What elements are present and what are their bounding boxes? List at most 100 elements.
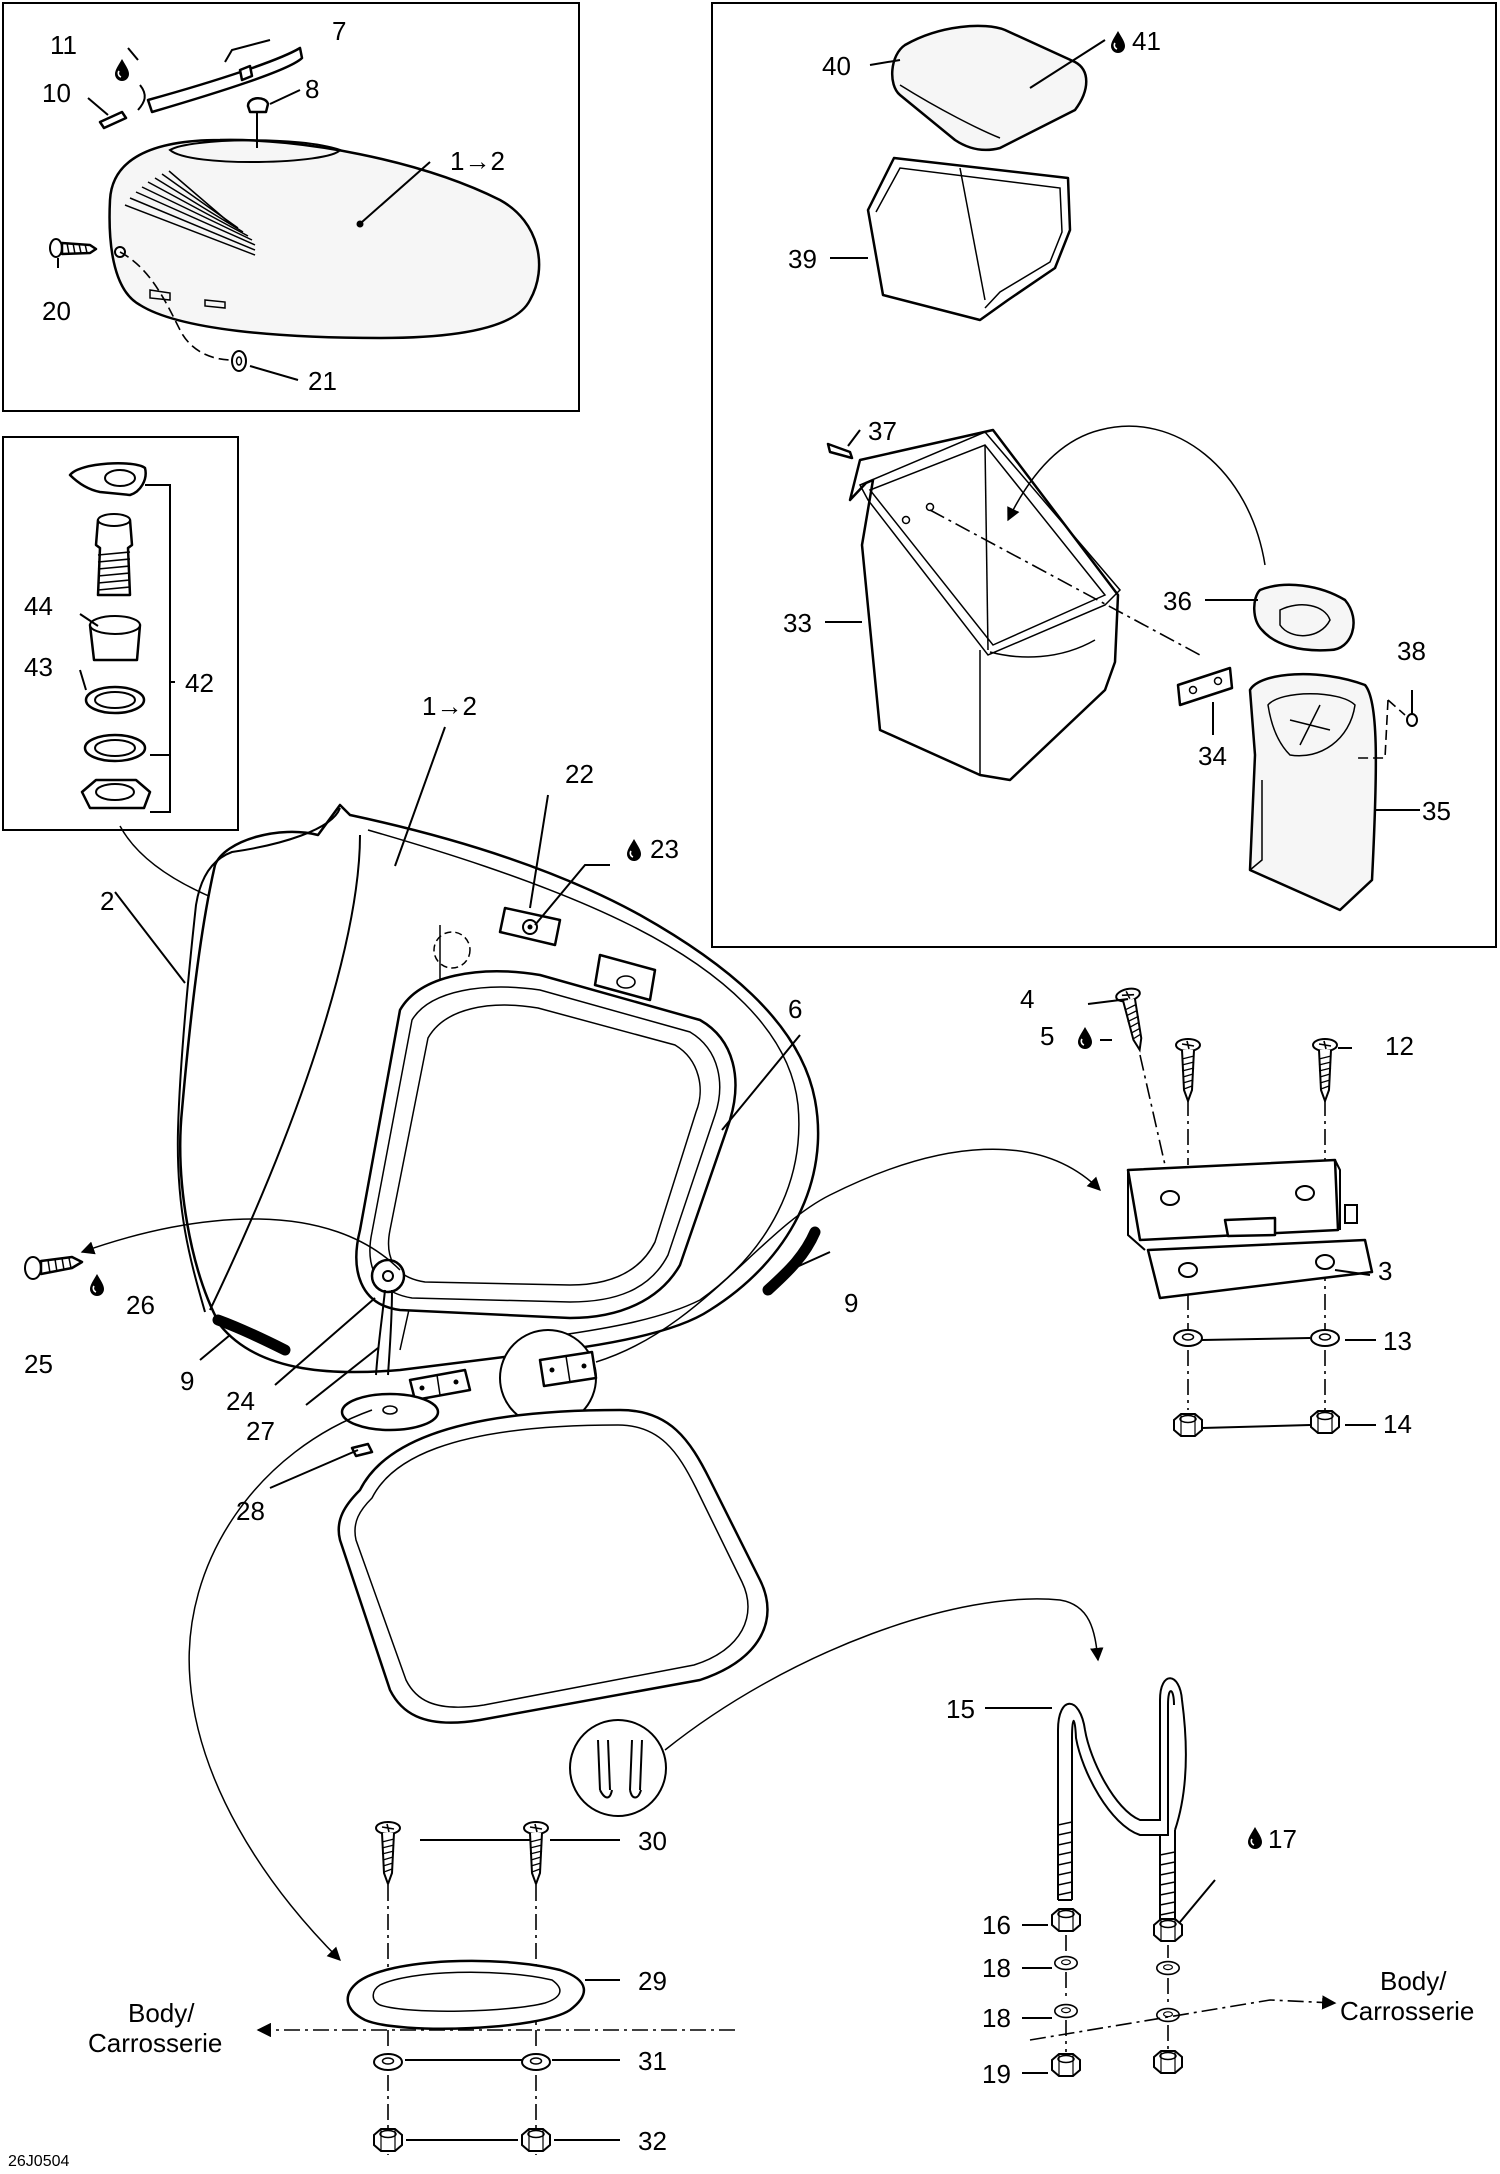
callout-12: 12 [1385, 1031, 1414, 1061]
hatch-ring [340, 1392, 440, 1458]
callout-8: 8 [305, 74, 319, 104]
ring-washer-b [521, 2053, 551, 2071]
ubolt-nut-19 [1051, 2053, 1081, 2077]
callout-14: 14 [1383, 1409, 1412, 1439]
callout-19: 19 [982, 2059, 1011, 2089]
callout-35: 35 [1422, 796, 1451, 826]
callout-15: 15 [946, 1694, 975, 1724]
glue-drop-41 [1110, 30, 1126, 54]
hinge-curve-arrow [595, 1148, 1101, 1363]
hatch-cover [337, 1408, 769, 1724]
leader-lines [57, 39, 1420, 2141]
callout-10: 10 [42, 78, 71, 108]
callout-20: 20 [42, 296, 71, 326]
ubolt-curve-arrow [664, 1598, 1104, 1751]
callout-16: 16 [982, 1910, 1011, 1940]
drain-plug-assembly [68, 462, 152, 810]
edge-trim [176, 807, 341, 1313]
hinge-nut-b [1310, 1410, 1340, 1434]
bin-liner [866, 156, 1072, 322]
hinge-screw-12b [1312, 1038, 1338, 1102]
callout-40: 40 [822, 51, 851, 81]
callout-22: 22 [565, 759, 594, 789]
callout-38: 38 [1397, 636, 1426, 666]
ring-washer-a [373, 2053, 403, 2071]
ubolt-axes [1065, 1935, 1169, 2052]
u-bolt-detail-circle [569, 1719, 667, 1817]
ubolt-washer-r1 [1156, 1960, 1180, 1976]
callout-18b: 18 [982, 2003, 1011, 2033]
callout-23: 23 [650, 834, 679, 864]
strap-pin [98, 110, 128, 130]
glue-drop-11 [114, 58, 130, 82]
callout-32: 32 [638, 2126, 667, 2156]
u-bolt [1057, 1677, 1187, 1935]
hinge-detail-circle [499, 1329, 598, 1427]
hinge-washer-a [1173, 1329, 1203, 1347]
hinge-screw-12a [1175, 1038, 1201, 1102]
callout-27: 27 [246, 1416, 275, 1446]
strap-end [137, 84, 146, 111]
bin-screw [1406, 713, 1418, 727]
hatch-ring-curve-arrow [188, 1409, 373, 1961]
hatch-latch [370, 1258, 406, 1376]
callout-3: 3 [1378, 1256, 1392, 1286]
seat-screw [49, 238, 98, 258]
hinge-washer-b [1310, 1329, 1340, 1347]
ubolt-nut-17 [1153, 1918, 1183, 1942]
ubolt-washer-18b [1054, 2003, 1078, 2019]
seat-screw-axis [119, 251, 233, 361]
rubber-strip-right [762, 1226, 821, 1296]
body-label-right-line1: Body/ [1380, 1966, 1447, 1996]
glue-drop-5 [1077, 1026, 1093, 1050]
bin-cover-cap [1253, 583, 1355, 652]
bin-cover-arrow-curve [1007, 425, 1266, 566]
callout-11: 11 [50, 30, 77, 60]
callout-1-2-top: 1→2 [450, 146, 505, 176]
inset-frame-seat [2, 2, 580, 412]
callout-21: 21 [308, 366, 337, 396]
callout-39: 39 [788, 244, 817, 274]
ring-screw-b [523, 1821, 549, 1885]
callout-42: 42 [185, 668, 214, 698]
ubolt-washer-18a [1054, 1955, 1078, 1971]
ubolt-nut-r [1153, 2050, 1183, 2074]
figure-id: 26J0504 [8, 2153, 69, 2170]
callout-13: 13 [1383, 1326, 1412, 1356]
callout-36: 36 [1163, 586, 1192, 616]
bin-fastener-axis [929, 509, 1201, 656]
body-label-left-line2: Carrosserie [88, 2028, 222, 2058]
screw-curve-arrow [80, 1218, 401, 1271]
front-body-panel [179, 803, 820, 1374]
glue-drop-17 [1247, 1826, 1263, 1850]
bin-lid [891, 24, 1088, 152]
rubber-strip-left [212, 1314, 291, 1356]
callout-25: 25 [24, 1349, 53, 1379]
callout-33: 33 [783, 608, 812, 638]
bin-rivet [826, 442, 854, 460]
glue-drop-26 [89, 1273, 105, 1297]
callout-18a: 18 [982, 1953, 1011, 1983]
callout-17: 17 [1268, 1824, 1297, 1854]
callout-30: 30 [638, 1826, 667, 1856]
callout-29: 29 [638, 1966, 667, 1996]
bin-screw-axis [1355, 699, 1406, 759]
bin-support [1248, 672, 1378, 912]
bin-plate [1176, 666, 1234, 707]
ubolt-nut-16 [1051, 1908, 1081, 1932]
callout-6: 6 [788, 994, 802, 1024]
seat-cover [108, 138, 541, 340]
ring-nut-b [521, 2128, 551, 2152]
drain-plug-bracket [145, 484, 171, 813]
callout-41: 41 [1132, 26, 1161, 56]
body-label-right-line2: Carrosserie [1340, 1996, 1474, 2026]
inset-frame-drain-plug [2, 436, 239, 831]
callout-28: 28 [236, 1496, 265, 1526]
body-label-left-line1: Body/ [128, 1998, 195, 2028]
panel-hinge [408, 1368, 472, 1402]
callout-34: 34 [1198, 741, 1227, 771]
glue-drop-23 [626, 838, 642, 862]
callout-37: 37 [868, 416, 897, 446]
hatch-mounting-ring [346, 1959, 586, 2030]
ring-nut-a [373, 2128, 403, 2152]
